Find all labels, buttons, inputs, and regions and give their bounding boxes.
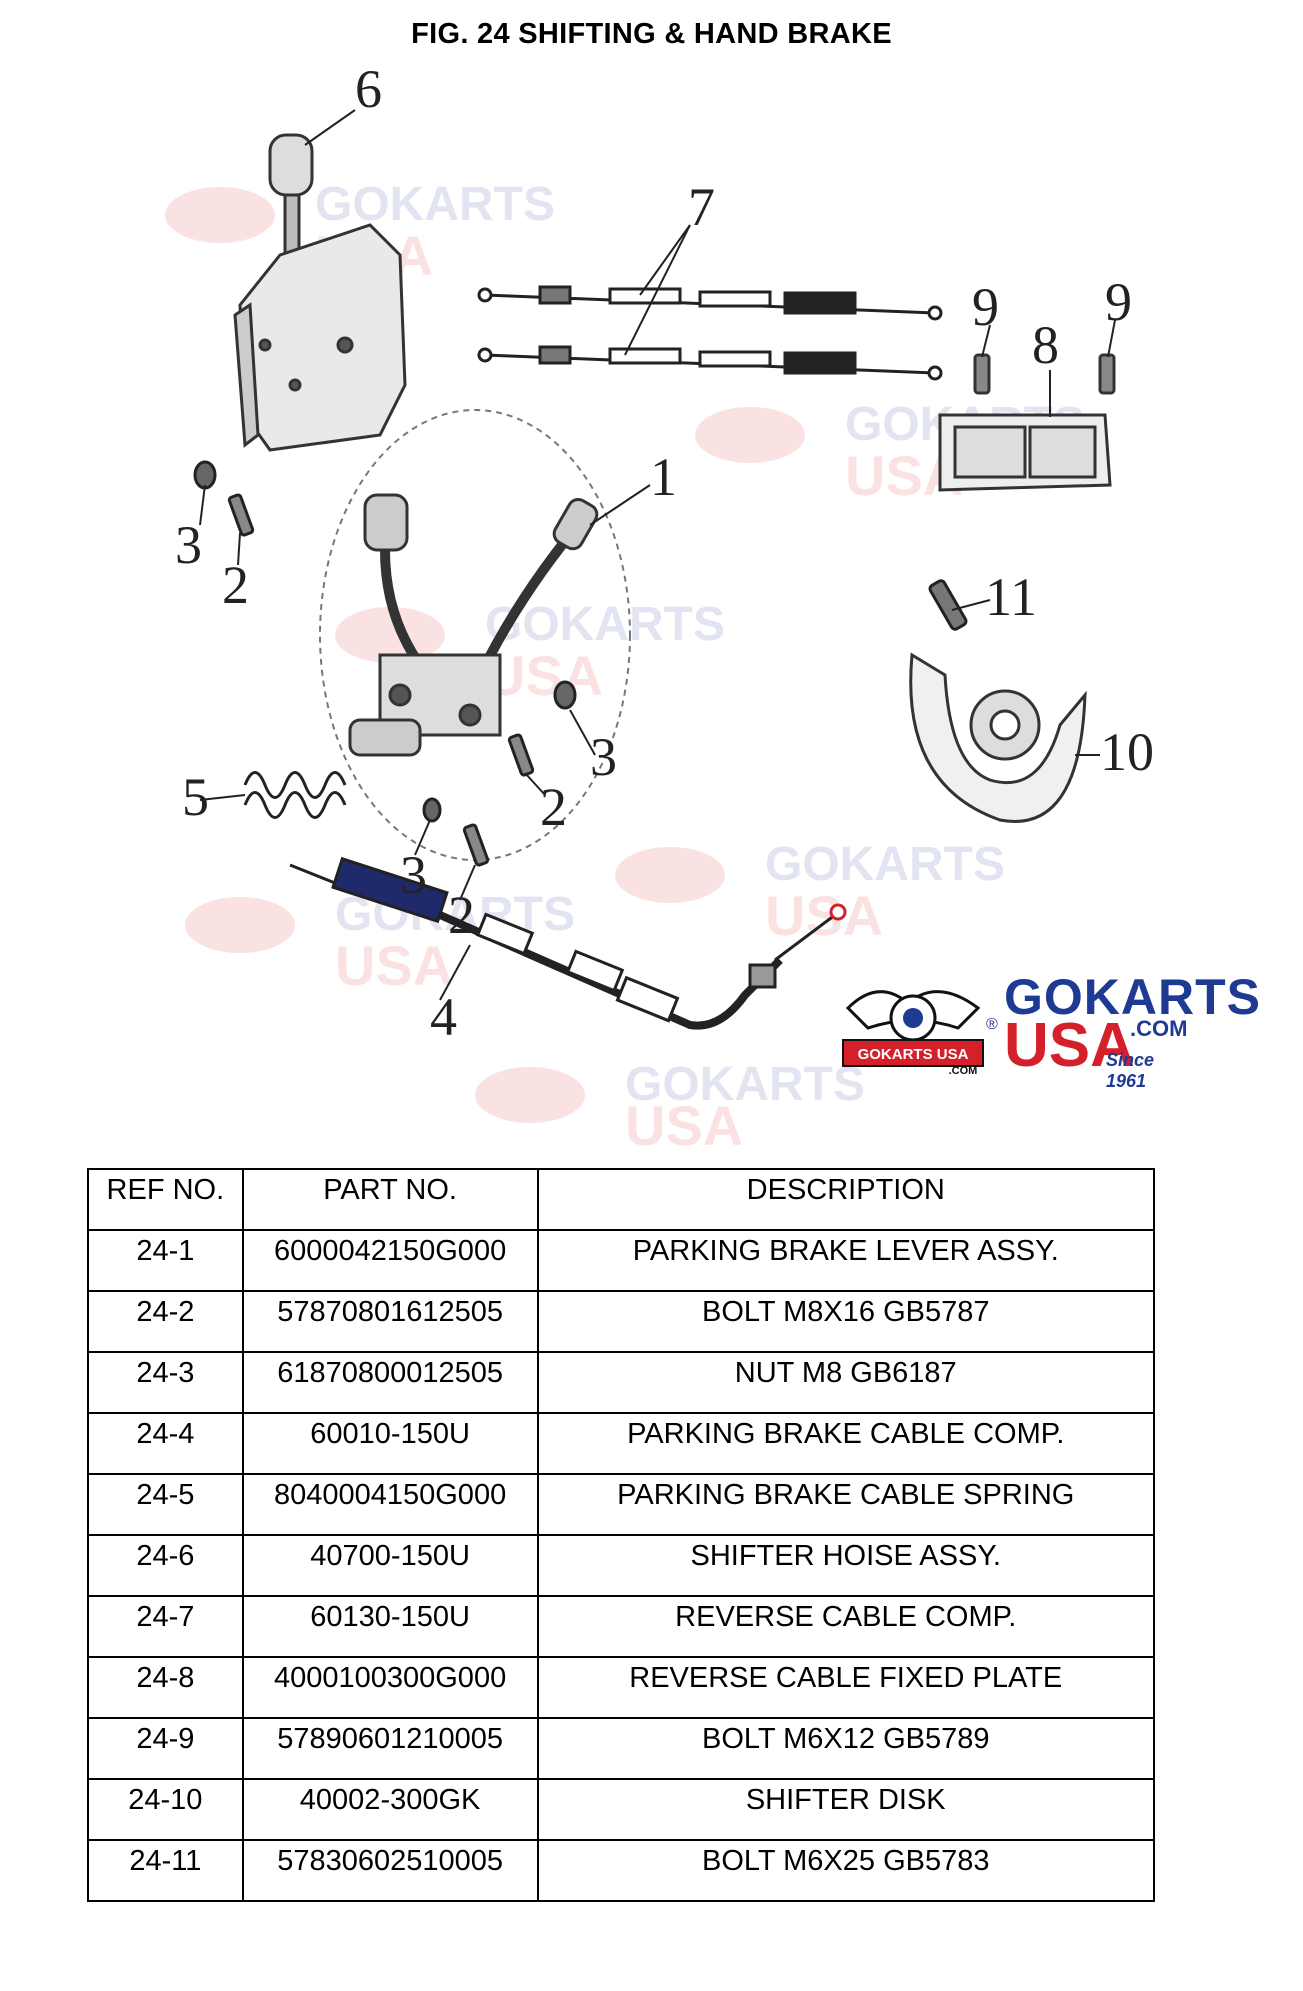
figure-title: FIG. 24 SHIFTING & HAND BRAKE	[411, 18, 892, 50]
svg-text:GOKARTS: GOKARTS	[765, 838, 1005, 891]
part-4-brake-cable	[289, 856, 847, 1030]
cell-ref-no: 24-3	[87, 1351, 244, 1414]
callout-9-left: 9	[972, 277, 999, 337]
callout-5: 5	[182, 767, 209, 827]
callout-2-low: 2	[448, 885, 475, 945]
part-2-bolts	[227, 493, 535, 867]
part-3-nuts	[193, 460, 577, 823]
callout-11: 11	[985, 567, 1037, 627]
part-10-shifter-disk	[909, 652, 1087, 823]
part-5-spring	[243, 771, 347, 819]
cell-description: BOLT M8X16 GB5787	[536, 1290, 1155, 1353]
cell-ref-no: 24-10	[87, 1778, 244, 1841]
callout-3-low: 3	[400, 845, 427, 905]
cell-ref-no: 24-2	[87, 1290, 244, 1353]
svg-text:USA: USA	[485, 644, 603, 707]
svg-text:GOKARTS: GOKARTS	[485, 598, 725, 651]
table-header-row: REF NO. PART NO. DESCRIPTION	[87, 1168, 1155, 1231]
callout-1: 1	[650, 447, 677, 507]
part-11-bolt	[928, 579, 968, 631]
cell-description: SHIFTER HOISE ASSY.	[536, 1534, 1155, 1597]
cell-description: BOLT M6X25 GB5783	[536, 1839, 1155, 1902]
cell-description: SHIFTER DISK	[536, 1778, 1155, 1841]
cell-part-no: 40002-300GK	[241, 1778, 539, 1841]
cell-ref-no: 24-11	[87, 1839, 244, 1902]
callout-8: 8	[1032, 315, 1059, 375]
callout-10: 10	[1100, 722, 1154, 782]
cell-part-no: 60130-150U	[241, 1595, 539, 1658]
callout-3-mid: 3	[590, 727, 617, 787]
cell-part-no: 8040004150G000	[241, 1473, 539, 1536]
part-7-reverse-cables	[477, 285, 943, 381]
cell-part-no: 6000042150G000	[241, 1229, 539, 1292]
exploded-parts-diagram: GOKARTS USA GOKARTS USA GOKARTS USA GOKA…	[165, 59, 1154, 1155]
cell-description: BOLT M6X12 GB5789	[536, 1717, 1155, 1780]
callout-2-mid: 2	[540, 777, 567, 837]
cell-description: PARKING BRAKE CABLE SPRING	[536, 1473, 1155, 1536]
cell-part-no: 57830602510005	[241, 1839, 539, 1902]
callout-4: 4	[430, 987, 457, 1047]
cell-ref-no: 24-4	[87, 1412, 244, 1475]
logo-country: USA	[1004, 1011, 1135, 1080]
logo-registered: ®	[986, 1016, 998, 1033]
cell-description: PARKING BRAKE LEVER ASSY.	[536, 1229, 1155, 1292]
callout-labels: 6 7 9 8 9 1 3 2 11 10 5 3 2 3 2 4	[175, 59, 1154, 1047]
logo-tagline: Since 1961	[1106, 1050, 1155, 1091]
cell-ref-no: 24-8	[87, 1656, 244, 1719]
svg-text:USA: USA	[625, 1094, 743, 1155]
cell-description: REVERSE CABLE COMP.	[536, 1595, 1155, 1658]
cell-part-no: 4000100300G000	[241, 1656, 539, 1719]
cell-part-no: 61870800012505	[241, 1351, 539, 1414]
logo-badge-domain: .COM	[949, 1065, 978, 1076]
cell-description: PARKING BRAKE CABLE COMP.	[536, 1412, 1155, 1475]
cell-description: NUT M8 GB6187	[536, 1351, 1155, 1414]
brand-logo: GOKARTS USA .COM ® GOKARTS USA .COM Sinc…	[838, 968, 1260, 1091]
cell-part-no: 60010-150U	[241, 1412, 539, 1475]
logo-brand: GOKARTS	[1004, 969, 1261, 1025]
part-1-brake-lever	[348, 493, 599, 757]
callout-7: 7	[688, 177, 715, 237]
svg-text:USA: USA	[335, 934, 453, 997]
callout-3-left: 3	[175, 515, 202, 575]
logo-domain: .COM	[1130, 1016, 1188, 1041]
header-ref-no: REF NO.	[87, 1168, 244, 1231]
cell-ref-no: 24-5	[87, 1473, 244, 1536]
part-9-bolts	[973, 353, 1116, 395]
callout-6: 6	[355, 59, 382, 119]
logo-badge-text: GOKARTS USA	[858, 1046, 969, 1063]
cell-ref-no: 24-9	[87, 1717, 244, 1780]
cell-ref-no: 24-1	[87, 1229, 244, 1292]
svg-text:GOKARTS: GOKARTS	[625, 1058, 865, 1111]
header-part-no: PART NO.	[241, 1168, 539, 1231]
part-8-fixed-plate	[938, 413, 1112, 492]
cell-part-no: 40700-150U	[241, 1534, 539, 1597]
watermark-brand: GOKARTS	[315, 178, 555, 231]
svg-text:USA: USA	[765, 884, 883, 947]
callout-9-right: 9	[1105, 272, 1132, 332]
leader-lines	[199, 109, 1116, 1001]
cell-ref-no: 24-6	[87, 1534, 244, 1597]
winged-eyeball-icon: GOKARTS USA .COM	[842, 990, 984, 1077]
header-description: DESCRIPTION	[536, 1168, 1155, 1231]
cell-ref-no: 24-7	[87, 1595, 244, 1658]
callout-2-left: 2	[222, 555, 249, 615]
cell-part-no: 57870801612505	[241, 1290, 539, 1353]
part-6-shifter-housing	[233, 133, 407, 452]
cell-part-no: 57890601210005	[241, 1717, 539, 1780]
cell-description: REVERSE CABLE FIXED PLATE	[536, 1656, 1155, 1719]
